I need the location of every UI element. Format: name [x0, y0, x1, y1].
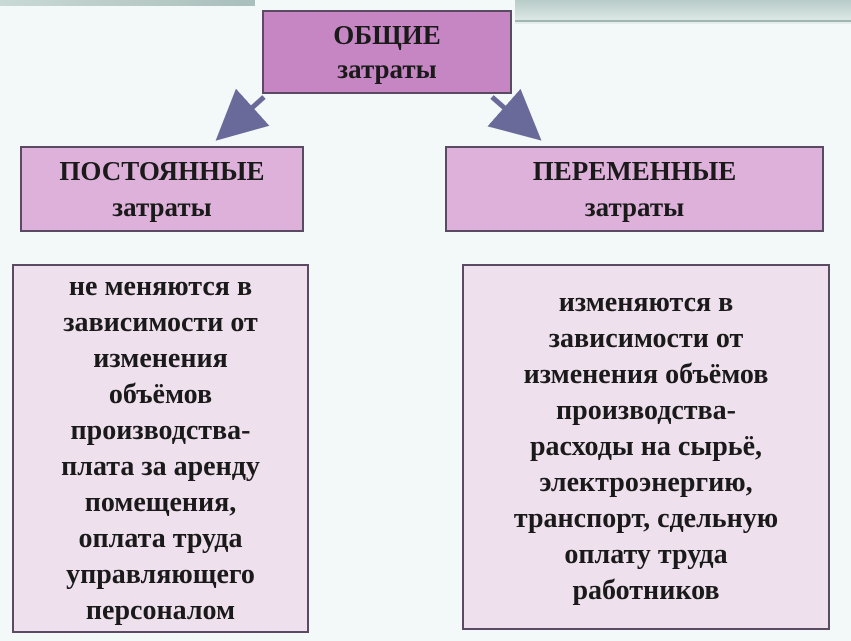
variable-desc-line: транспорт, сдельную	[513, 503, 779, 534]
variable-desc-line: изменения объёмов	[523, 359, 769, 390]
variable-desc-line: изменяются в	[558, 287, 734, 318]
total-costs-subtitle: затраты	[337, 54, 437, 84]
variable-desc-line: оплату труда	[564, 539, 728, 570]
total-costs-box: ОБЩИЕ затраты	[262, 10, 512, 94]
variable-costs-description: изменяются в зависимости от изменения об…	[462, 264, 830, 630]
fixed-desc-line: персоналом	[85, 594, 236, 626]
variable-costs-title: ПЕРЕМЕННЫЕ	[532, 156, 737, 186]
variable-costs-subtitle: затраты	[584, 192, 685, 222]
fixed-desc-line: производства-	[70, 414, 251, 446]
fixed-costs-box: ПОСТОЯННЫЕ затраты	[20, 146, 304, 232]
arrow-to-variable-costs	[487, 88, 542, 141]
variable-costs-box: ПЕРЕМЕННЫЕ затраты	[445, 146, 824, 232]
arrow-to-fixed-costs	[215, 88, 270, 141]
fixed-desc-line: оплата труда	[78, 522, 243, 554]
decorative-bar-left	[0, 0, 255, 6]
variable-desc-line: производства-	[555, 395, 736, 426]
decorative-line	[515, 20, 851, 22]
fixed-desc-line: не меняются в	[68, 270, 253, 302]
fixed-desc-line: помещения,	[84, 486, 237, 518]
variable-desc-line: зависимости от	[548, 323, 744, 354]
fixed-costs-title: ПОСТОЯННЫЕ	[59, 156, 265, 186]
variable-desc-line: расходы на сырьё,	[529, 431, 762, 462]
variable-desc-line: электроэнергию,	[539, 467, 753, 498]
fixed-desc-line: зависимости от	[63, 306, 258, 338]
fixed-desc-line: объёмов	[108, 378, 213, 410]
total-costs-title: ОБЩИЕ	[333, 20, 441, 50]
fixed-desc-line: изменения	[93, 342, 228, 374]
variable-desc-line: работников	[572, 575, 720, 606]
fixed-desc-line: управляющего	[66, 558, 255, 590]
fixed-costs-subtitle: затраты	[112, 192, 212, 222]
fixed-costs-description: не меняются в зависимости от изменения о…	[12, 264, 309, 633]
fixed-desc-line: плата за аренду	[61, 450, 260, 482]
